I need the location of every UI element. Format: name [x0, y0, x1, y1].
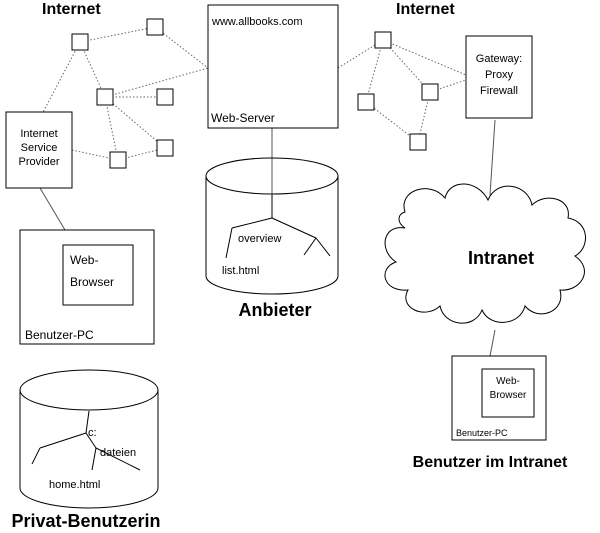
server-file-tree: [225, 195, 331, 259]
local-file-tree: [31, 410, 141, 471]
provider-caption: Anbieter: [238, 300, 311, 320]
intranet-browser-box: [481, 368, 535, 418]
internet-right-heading: Internet: [396, 1, 455, 18]
web-browser-box: [62, 244, 134, 306]
router-node: [409, 133, 427, 151]
server-name: Web-Server: [211, 111, 275, 125]
isp-box: Internet Service Provider: [5, 111, 73, 189]
isp-label-line3: Provider: [19, 156, 60, 168]
intranet-browser-line2: Browser: [490, 390, 527, 401]
intranet-pc-label: Benutzer-PC: [456, 428, 508, 438]
server-url: www.allbooks.com: [211, 16, 302, 28]
local-file-label: home.html: [49, 479, 100, 491]
router-node: [96, 88, 114, 106]
intranet-browser-line1: Web-: [496, 376, 520, 387]
gateway-label-line1: Gateway:: [476, 53, 522, 65]
isp-label-line2: Service: [21, 142, 58, 154]
right-internet-links: [337, 39, 467, 143]
local-drive-label: c:: [88, 427, 97, 439]
isp-label-line1: Internet: [20, 128, 57, 140]
intranet-user-caption: Benutzer im Intranet: [413, 454, 568, 471]
router-nodes: [71, 18, 439, 169]
web-server-box: www.allbooks.com Web-Server: [207, 4, 339, 129]
local-folder-label: dateien: [100, 447, 136, 459]
server-storage-cylinder: overview list.html: [205, 157, 339, 295]
isp-to-pc-link: [39, 187, 66, 231]
server-folder-label: overview: [238, 233, 281, 245]
internet-left-heading: Internet: [42, 1, 101, 18]
router-node: [156, 139, 174, 157]
gateway-label-line2: Proxy: [485, 69, 514, 81]
intranet-to-pc-link: [489, 329, 496, 357]
router-node: [109, 151, 127, 169]
gateway-box: Gateway: Proxy Firewall: [465, 35, 533, 119]
browser-label-line2: Browser: [70, 275, 114, 289]
intranet-cloud: Intranet: [384, 183, 586, 324]
local-storage-cylinder: c: dateien home.html: [19, 369, 159, 509]
router-node: [71, 33, 89, 51]
router-node: [146, 18, 164, 36]
intranet-label: Intranet: [468, 248, 534, 268]
browser-label-line1: Web-: [70, 253, 98, 267]
router-node: [374, 31, 392, 49]
router-node: [156, 88, 174, 106]
user-pc-box: Web- Browser Benutzer-PC: [19, 229, 155, 345]
user-pc-label: Benutzer-PC: [25, 328, 94, 342]
gateway-label-line3: Firewall: [480, 85, 518, 97]
server-file-label: list.html: [222, 265, 259, 277]
router-node: [357, 93, 375, 111]
gateway-to-intranet-link: [489, 119, 496, 196]
intranet-pc-box: Web- Browser Benutzer-PC: [451, 355, 547, 441]
private-user-caption: Privat-Benutzerin: [11, 511, 160, 531]
router-node: [421, 83, 439, 101]
